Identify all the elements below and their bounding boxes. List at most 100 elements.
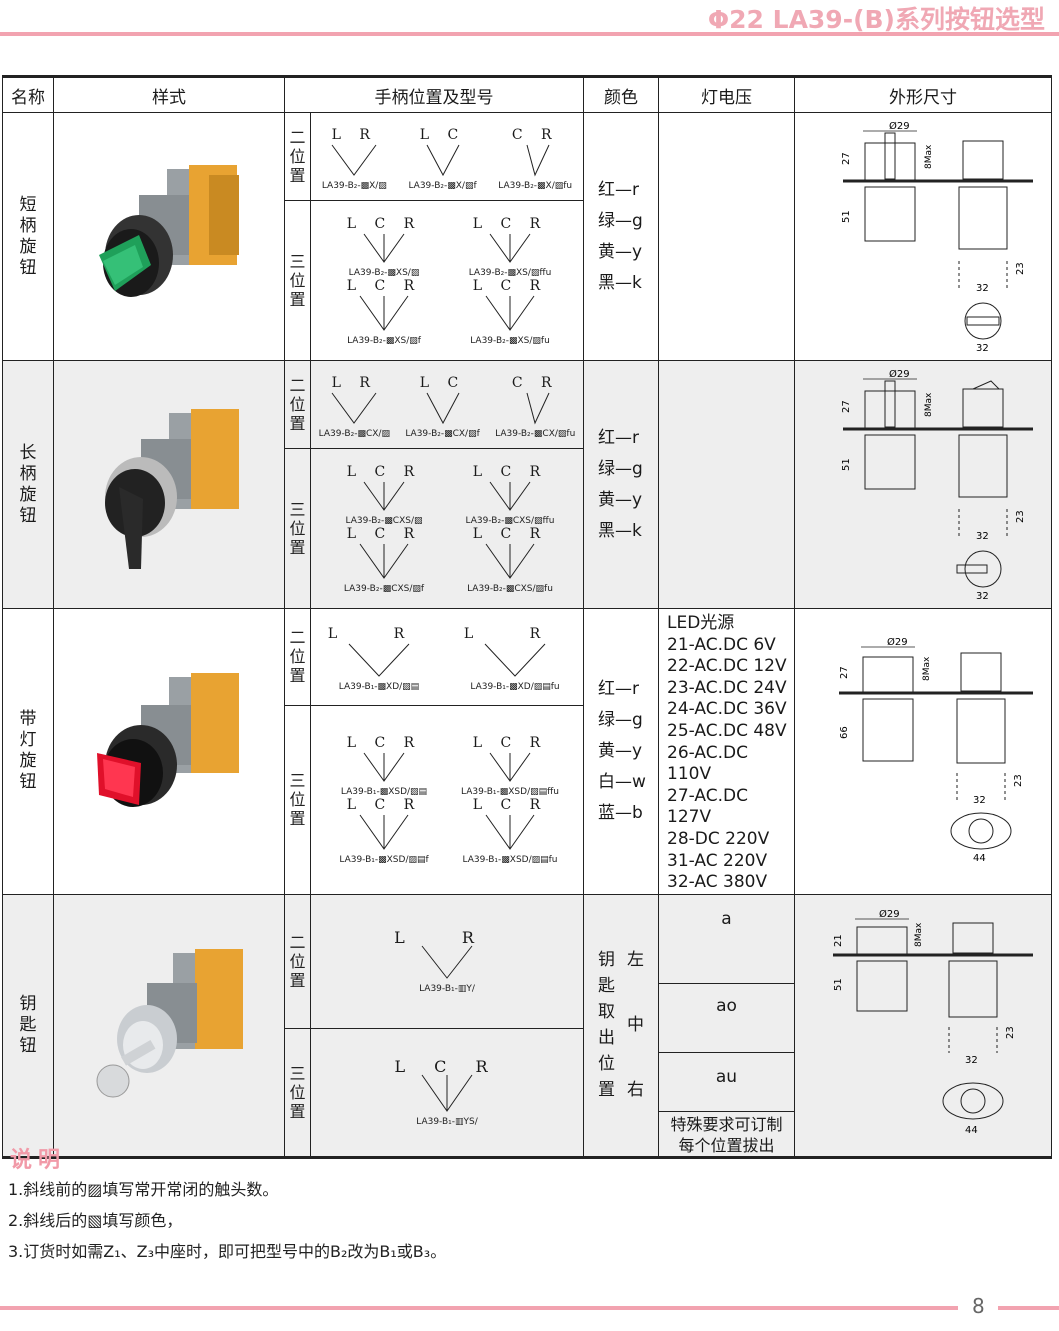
svg-text:32: 32 bbox=[976, 343, 989, 354]
switch-short-handle-image bbox=[99, 164, 239, 297]
product-name: 长柄旋钮 bbox=[2, 360, 54, 609]
product-name: 带灯旋钮 bbox=[2, 608, 54, 895]
dimension-drawing: Ø29 21 51 8Max 32 23 44 bbox=[794, 893, 1052, 1158]
key-code-au: au bbox=[659, 1053, 794, 1112]
svg-text:51: 51 bbox=[833, 978, 844, 991]
svg-text:27: 27 bbox=[841, 400, 852, 413]
notes-list: 1.斜线前的▨填写常开常闭的触头数。 2.斜线后的▧填写颜色， 3.订货时如需Z… bbox=[8, 1174, 446, 1267]
key-code-ao: ao bbox=[659, 984, 794, 1053]
header-style: 样式 bbox=[53, 76, 285, 113]
svg-text:44: 44 bbox=[973, 853, 986, 864]
dimension-drawing: Ø29 27 66 8Max 32 23 44 bbox=[794, 608, 1052, 895]
svg-text:51: 51 bbox=[841, 458, 852, 471]
svg-text:Ø29: Ø29 bbox=[889, 368, 910, 380]
position-two-label: 二位置 bbox=[284, 893, 311, 1029]
key-positions: 左中右 bbox=[627, 950, 644, 1101]
svg-text:44: 44 bbox=[965, 1125, 978, 1136]
header-dimensions: 外形尺寸 bbox=[794, 76, 1052, 113]
svg-text:8Max: 8Max bbox=[914, 922, 924, 947]
dimension-drawing: Ø29 27 51 8Max 32 23 32 bbox=[794, 360, 1052, 609]
svg-text:27: 27 bbox=[841, 152, 852, 165]
svg-text:66: 66 bbox=[839, 727, 850, 740]
dimension-drawing-illuminated: Ø29 27 66 8Max 32 23 44 bbox=[839, 636, 1033, 864]
header-rule bbox=[0, 32, 1059, 36]
key-code-cell: a ao au 特殊要求可订制每个位置拔出 bbox=[658, 893, 795, 1158]
position-two-label: 二位置 bbox=[284, 360, 311, 449]
switch-illuminated-image bbox=[97, 673, 239, 808]
table-header-row: 名称 样式 手柄位置及型号 颜色 灯电压 外形尺寸 bbox=[2, 76, 1052, 113]
page-title: Φ22 LA39-(B)系列按钮选型 bbox=[707, 5, 1045, 34]
voltage-empty bbox=[658, 112, 795, 361]
product-image bbox=[53, 893, 285, 1158]
dimension-drawing-key: Ø29 21 51 8Max 32 23 44 bbox=[833, 908, 1033, 1136]
svg-text:8Max: 8Max bbox=[924, 143, 934, 168]
svg-text:32: 32 bbox=[976, 283, 989, 294]
svg-text:27: 27 bbox=[839, 667, 850, 680]
position-two-label: 二位置 bbox=[284, 608, 311, 706]
product-name: 钥匙钮 bbox=[2, 893, 54, 1158]
note-item: 2.斜线后的▧填写颜色， bbox=[8, 1211, 183, 1230]
header-color: 颜色 bbox=[583, 76, 659, 113]
svg-text:8Max: 8Max bbox=[922, 656, 932, 681]
product-image bbox=[53, 360, 285, 609]
svg-text:32: 32 bbox=[976, 531, 989, 542]
switch-long-handle-image bbox=[105, 408, 239, 569]
svg-text:Ø29: Ø29 bbox=[887, 636, 908, 648]
svg-text:8Max: 8Max bbox=[924, 391, 934, 416]
dimension-drawing: Ø29 27 51 8Max 32 23 32 bbox=[794, 112, 1052, 361]
product-image bbox=[53, 608, 285, 895]
svg-text:51: 51 bbox=[841, 210, 852, 223]
svg-text:Ø29: Ø29 bbox=[879, 908, 900, 920]
header-name: 名称 bbox=[2, 76, 54, 113]
svg-text:32: 32 bbox=[973, 795, 986, 806]
key-code-a: a bbox=[659, 895, 794, 984]
svg-text:23: 23 bbox=[1015, 262, 1026, 275]
key-note: 特殊要求可订制每个位置拔出 bbox=[670, 1114, 783, 1155]
voltage-empty bbox=[658, 360, 795, 609]
svg-text:32: 32 bbox=[965, 1055, 978, 1066]
footer-rule-right bbox=[998, 1306, 1059, 1310]
svg-text:23: 23 bbox=[1013, 775, 1024, 788]
position-three-label: 三位置 bbox=[284, 1027, 311, 1158]
header-voltage: 灯电压 bbox=[658, 76, 795, 113]
position-two-label: 二位置 bbox=[284, 112, 311, 201]
product-image bbox=[53, 112, 285, 361]
key-position-cell: 钥匙取出位置 左中右 bbox=[583, 893, 659, 1158]
dimension-drawing-short: Ø29 27 51 8Max 32 23 32 bbox=[841, 120, 1033, 354]
position-three-label: 三位置 bbox=[284, 704, 311, 895]
